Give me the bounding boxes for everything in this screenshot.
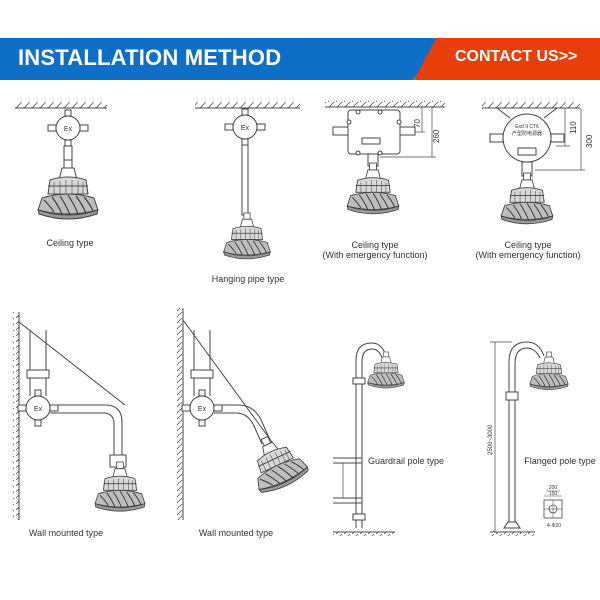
sublabel-ceiling-emergency-1: (With emergency function)	[322, 250, 428, 260]
label-wall-mounted-2: Wall mounted type	[198, 528, 274, 538]
diagram-wall-mounted-2: Ex	[177, 308, 312, 520]
dimension-label: 70	[413, 119, 422, 128]
diagram-ceiling-emergency-box: 70 260	[325, 101, 445, 215]
ex-marking: Ex	[64, 126, 73, 133]
contact-us-button[interactable]: CONTACT US>>	[455, 48, 578, 65]
label-flanged-pole: Flanged pole type	[524, 456, 596, 466]
diagram-guardrail-pole	[333, 342, 405, 536]
flange-hole-dimension: 4-Φ20	[547, 523, 561, 529]
box-marking: Exd II CT6	[515, 124, 539, 130]
label-ceiling-type: Ceiling type	[46, 238, 94, 248]
dimension-label: 260	[432, 129, 441, 143]
label-wall-mounted-1: Wall mounted type	[28, 528, 104, 538]
ex-marking: Ex	[34, 406, 43, 413]
box-marking-cn: 产型防电源器	[512, 130, 542, 137]
label-ceiling-emergency-1: Ceiling type	[351, 240, 399, 250]
ex-marking: Ex	[198, 406, 207, 413]
flange-dimension: 200	[549, 485, 558, 491]
height-dimension: 2500~3000	[488, 424, 494, 455]
title-bar	[0, 38, 440, 80]
label-ceiling-emergency-2: Ceiling type	[504, 240, 552, 250]
page-title: INSTALLATION METHOD	[18, 45, 282, 70]
diagram-wall-mounted-1: Ex	[13, 312, 146, 520]
dimension-label: 110	[569, 121, 578, 134]
diagram-flanged-pole: 2500~3000 200 150 4-Φ20	[488, 341, 569, 536]
diagram-ceiling-type: Ex	[15, 102, 107, 220]
sublabel-ceiling-emergency-2: (With emergency function)	[475, 250, 581, 260]
diagram-hanging-pipe-type: Ex	[195, 102, 300, 260]
diagram-ceiling-emergency-round: Exd II CT6 产型防电源器 110 300	[482, 102, 594, 225]
contact-bar[interactable]	[414, 38, 600, 80]
flange-dimension: 150	[549, 491, 558, 497]
ex-marking: Ex	[241, 125, 250, 132]
label-hanging-pipe-type: Hanging pipe type	[211, 274, 285, 284]
dimension-label: 300	[585, 134, 594, 148]
label-guardrail-pole: Guardrail pole type	[367, 456, 445, 466]
